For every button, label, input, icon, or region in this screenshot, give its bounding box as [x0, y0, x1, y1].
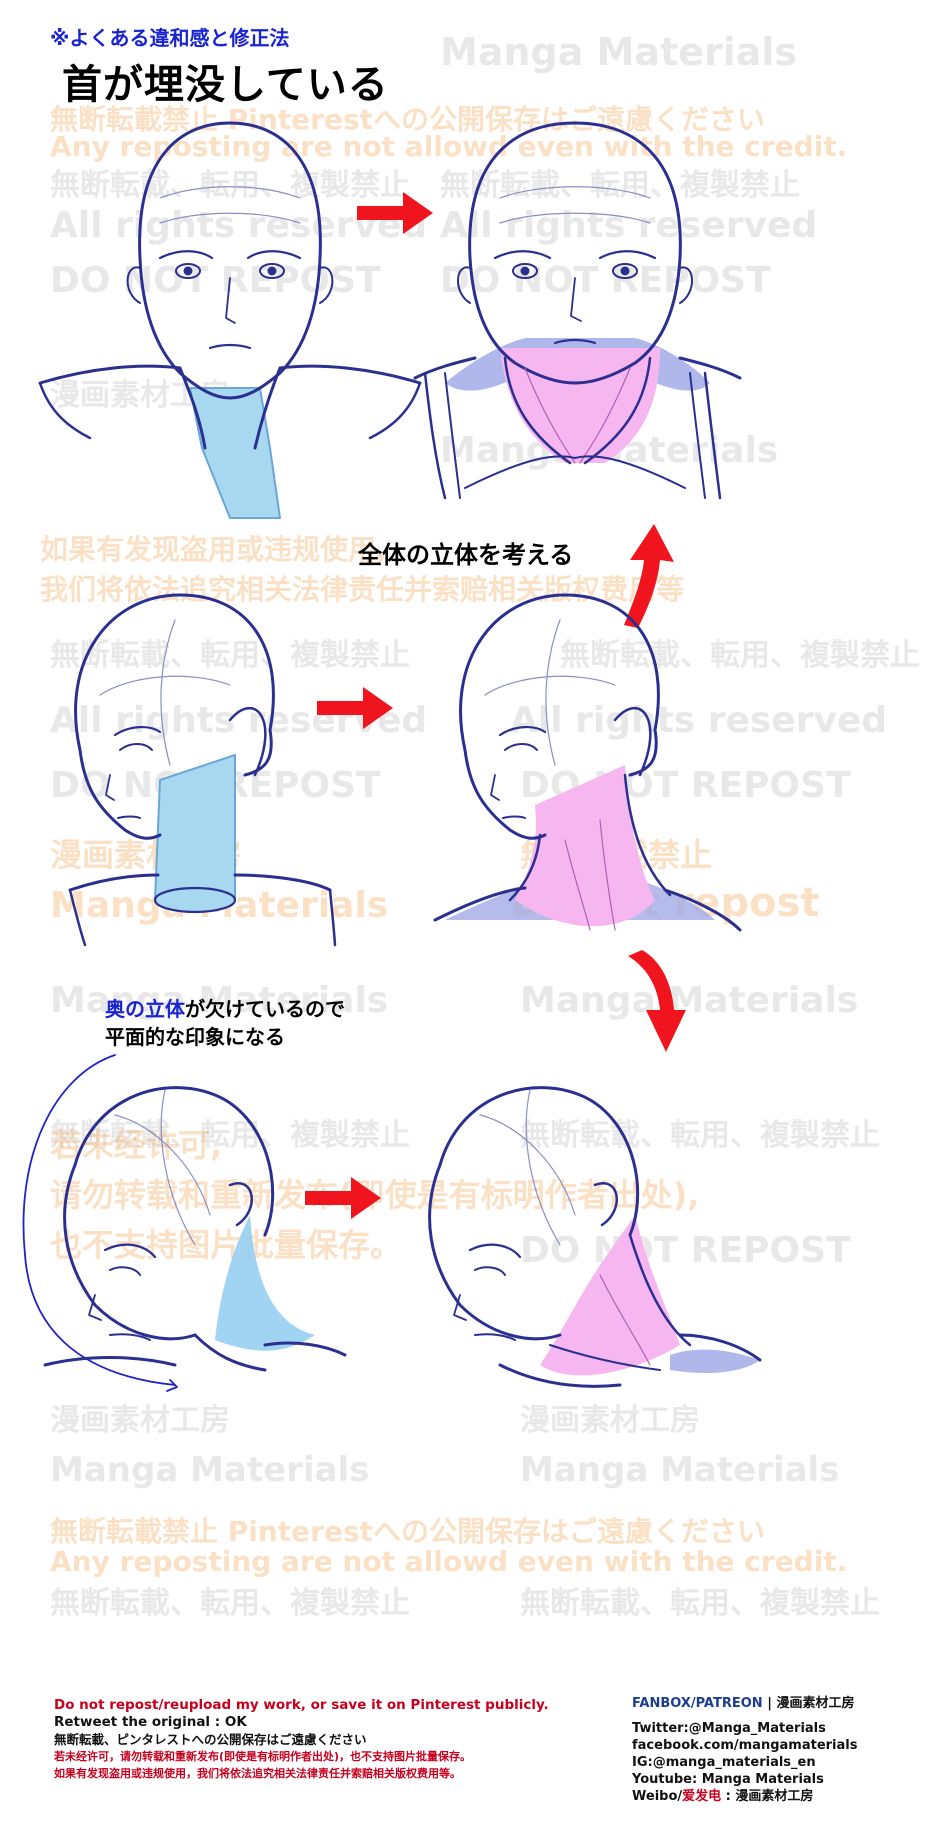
illustration-front-before	[30, 118, 430, 528]
link-weibo[interactable]: Weibo/爱发电 : 漫画素材工房	[632, 1788, 922, 1805]
illustration-lowangle-after	[400, 1035, 770, 1435]
studio-name: 漫画素材工房	[776, 1696, 855, 1711]
weibo-suffix: : 漫画素材工房	[721, 1789, 814, 1804]
footer-links: FANBOX/PATREON | 漫画素材工房 Twitter:@Manga_M…	[632, 1695, 922, 1805]
watermark-any-reposting: Any reposting are not allowd even with t…	[50, 1545, 848, 1578]
header-subtitle: ※よくある違和感と修正法	[50, 26, 290, 50]
watermark-manga-materials: Manga Materials	[440, 30, 798, 74]
caption-depth: 奥の立体が欠けているので 平面的な印象になる	[105, 995, 345, 1051]
watermark-no-reprint: 無断転載、転用、複製禁止	[50, 1586, 410, 1621]
link-youtube[interactable]: Youtube: Manga Materials	[632, 1772, 824, 1787]
illustration-threequarter-before	[40, 590, 360, 950]
arrow-up	[612, 520, 682, 630]
watermark-pinterest-jp: 無断転載禁止 Pinterestへの公開保存はご遠慮ください	[50, 1515, 766, 1548]
link-facebook[interactable]: facebook.com/mangamaterials	[632, 1738, 858, 1753]
arrow-down	[620, 950, 690, 1060]
arrow-right	[315, 683, 395, 733]
caption-whole-3d: 全体の立体を考える	[358, 541, 574, 569]
illustration-threequarter-after	[425, 590, 745, 950]
illustration-front-after	[405, 118, 750, 528]
footer-line-cn2: 如果有发现盗用或违规使用，我们将依法追究相关法律责任并索赔相关版权费用等。	[54, 1767, 461, 1780]
weibo-afdian: 爱发电	[682, 1789, 722, 1804]
caption-depth-rest: が欠けているので	[185, 997, 345, 1021]
caption-depth-highlight: 奥の立体	[105, 997, 185, 1021]
weibo-prefix: Weibo/	[632, 1789, 683, 1804]
watermark-no-reprint: 無断転載、転用、複製禁止	[520, 1586, 880, 1621]
link-instagram[interactable]: IG:@manga_materials_en	[632, 1755, 816, 1770]
footer-line-retweet: Retweet the original : OK	[54, 1714, 247, 1730]
watermark-manga-materials: Manga Materials	[520, 1450, 840, 1490]
separator: |	[762, 1696, 777, 1711]
footer: Do not repost/reupload my work, or save …	[0, 1685, 927, 1837]
link-fanbox-patreon[interactable]: FANBOX/PATREON	[632, 1696, 763, 1711]
footer-notice: Do not repost/reupload my work, or save …	[54, 1697, 624, 1782]
arrow-right	[355, 188, 435, 238]
arrow-right	[303, 1173, 383, 1223]
caption-flat: 平面的な印象になる	[105, 1025, 285, 1049]
link-twitter[interactable]: Twitter:@Manga_Materials	[632, 1721, 826, 1736]
footer-line-repost: Do not repost/reupload my work, or save …	[54, 1697, 549, 1713]
footer-platforms: FANBOX/PATREON | 漫画素材工房	[632, 1695, 922, 1712]
footer-line-jp: 無断転載、ピンタレストへの公開保存はご遠慮ください	[54, 1732, 367, 1747]
watermark-manga-materials: Manga Materials	[50, 1450, 370, 1490]
watermark-cn-line1: 如果有发现盗用或违规使用,	[40, 533, 387, 566]
footer-line-cn1: 若未经许可，请勿转载和重新发布(即使是有标明作者出处)，也不支持图片批量保存。	[54, 1750, 472, 1763]
page-title: 首が埋没している	[62, 61, 389, 108]
illustration-lowangle-before	[15, 1035, 355, 1435]
